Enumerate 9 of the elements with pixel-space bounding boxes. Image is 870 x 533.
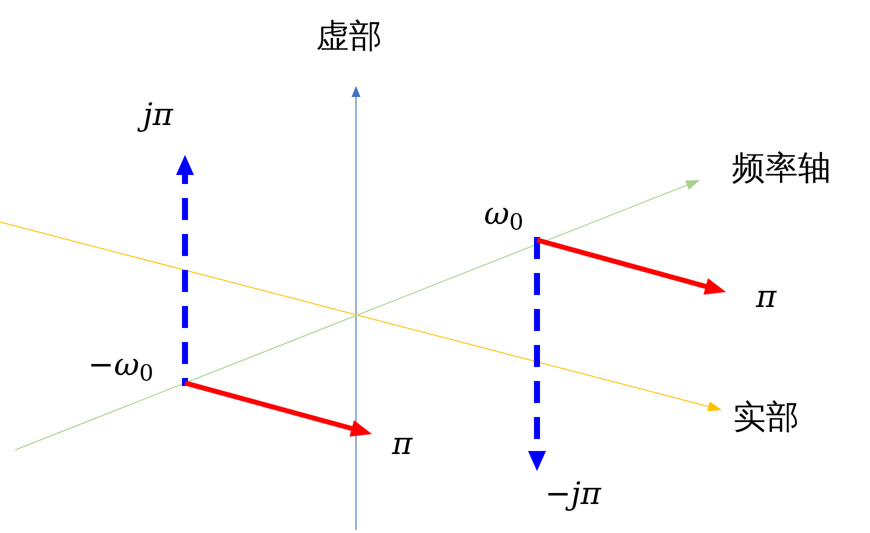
value-label: −jπ xyxy=(544,477,602,513)
value-label: π xyxy=(754,280,778,316)
point-label: −ω$_{0}$ xyxy=(87,348,154,388)
point-label: ω$_{0}$ xyxy=(483,197,524,236)
axis-label: 实部 xyxy=(733,398,799,436)
value-label: jπ xyxy=(136,98,178,134)
axis-label: 频率轴 xyxy=(732,149,831,187)
axis-label: 虚部 xyxy=(316,17,382,55)
value-label: π xyxy=(390,427,414,463)
